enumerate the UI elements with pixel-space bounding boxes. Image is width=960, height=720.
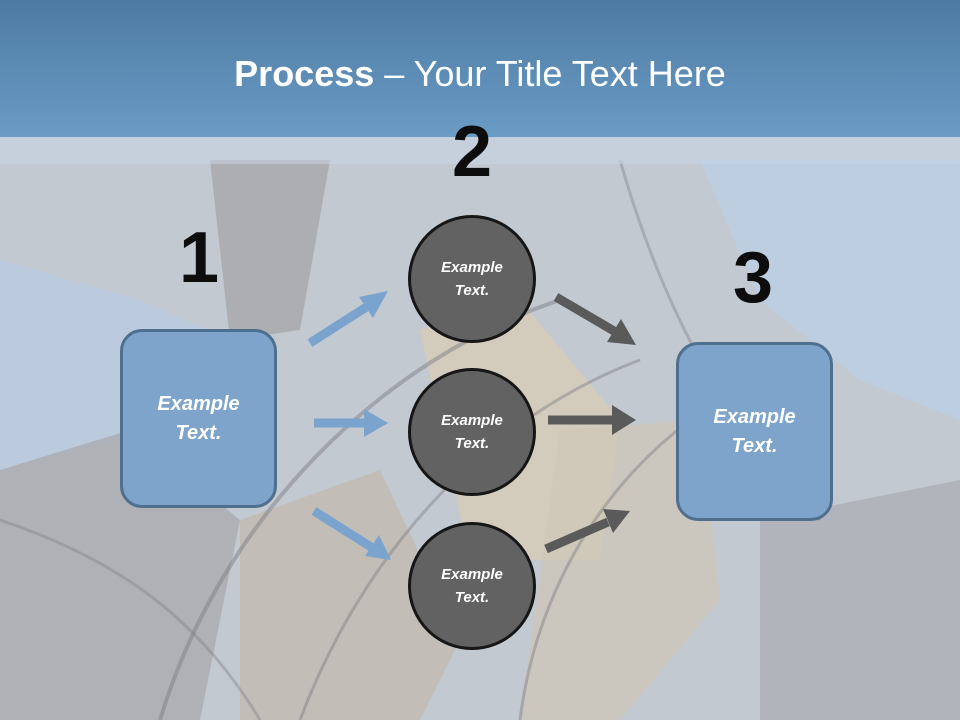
step1-box-label: Example Text. xyxy=(157,392,240,444)
step2-node-bottom-label: Example Text. xyxy=(441,566,503,606)
arrowhead-step1-to-bottom xyxy=(365,535,391,560)
arrowhead-step1-to-top xyxy=(359,291,388,318)
step2-node-middle-label: Example Text. xyxy=(441,412,503,452)
arrowhead-middle-to-step3 xyxy=(612,405,636,435)
title-band xyxy=(0,137,960,164)
arrow-step1-to-bottom xyxy=(311,507,374,551)
step3-box[interactable]: Example Text. xyxy=(676,342,833,521)
slide-title: Process – Your Title Text Here xyxy=(0,52,960,96)
step-number-1: 1 xyxy=(178,218,220,298)
title-rest: – Your Title Text Here xyxy=(374,53,726,94)
step-number-2: 2 xyxy=(451,112,493,192)
step2-node-bottom[interactable]: Example Text. xyxy=(408,522,536,650)
step-number-3: 3 xyxy=(732,238,774,318)
step2-node-top[interactable]: Example Text. xyxy=(408,215,536,343)
title-bar xyxy=(0,0,960,137)
step3-box-label: Example Text. xyxy=(713,405,796,457)
arrow-step1-to-top xyxy=(307,302,371,347)
arrowhead-step1-to-middle xyxy=(364,409,388,437)
arrowhead-top-to-step3 xyxy=(607,319,636,345)
step2-node-middle[interactable]: Example Text. xyxy=(408,368,536,496)
title-bold: Process xyxy=(234,53,375,94)
step2-node-top-label: Example Text. xyxy=(441,259,503,299)
step1-box[interactable]: Example Text. xyxy=(120,329,277,508)
arrow-top-to-step3 xyxy=(553,293,617,335)
arrowhead-bottom-to-step3 xyxy=(603,509,630,533)
arrow-bottom-to-step3 xyxy=(544,517,610,554)
